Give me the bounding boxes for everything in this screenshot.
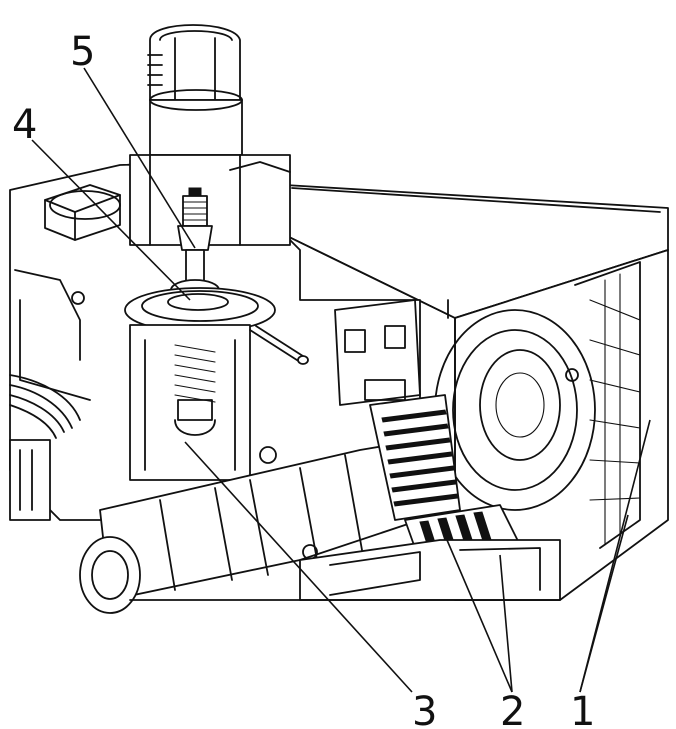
leader-line-5 [83, 67, 196, 249]
callout-2: 2 [500, 689, 525, 729]
base-plate [129, 539, 561, 601]
leader-line-3 [184, 441, 413, 693]
callout-4: 4 [12, 102, 37, 148]
motor-housing [284, 184, 669, 601]
callout-1: 1 [570, 689, 595, 729]
leader-line-4 [31, 139, 191, 301]
callout-3: 3 [412, 689, 437, 729]
stem-assembly [124, 187, 309, 481]
leader-line-2a [446, 539, 513, 693]
leader-lines [31, 67, 651, 693]
leader-line-2b [499, 554, 513, 693]
callout-labels: 5 4 3 2 1 [12, 29, 595, 729]
leader-line-1b [579, 419, 651, 693]
callout-5: 5 [70, 29, 95, 75]
top-cap [129, 24, 291, 246]
